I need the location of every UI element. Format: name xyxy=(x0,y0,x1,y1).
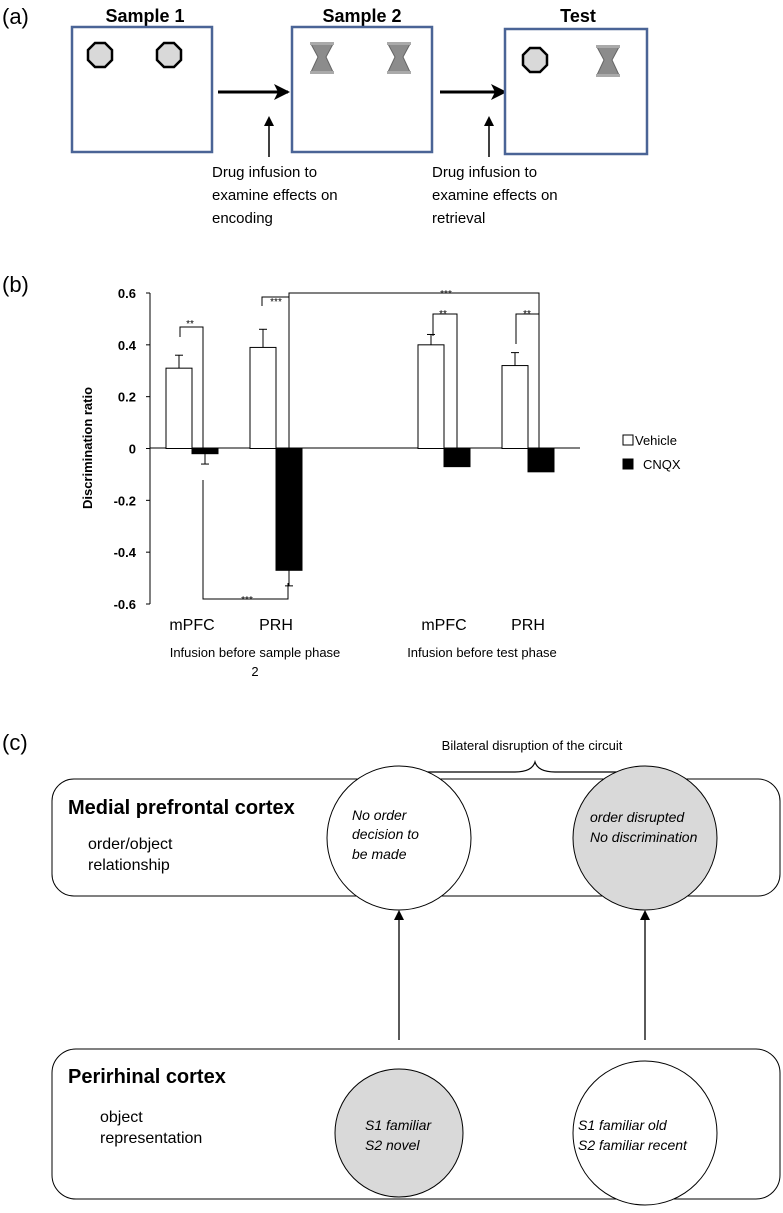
bar-cnqx xyxy=(443,448,471,468)
y-tick-label: 0.2 xyxy=(118,390,136,405)
circle-text: decision to xyxy=(352,826,419,842)
bar-cnqx xyxy=(527,448,555,473)
panel-c: (c) Bilateral disruption of the circuit … xyxy=(2,730,781,1206)
octagon-icon xyxy=(521,46,549,74)
mpfc-subtitle-line-1: order/object xyxy=(88,836,173,853)
y-tick-label: 0.6 xyxy=(118,286,136,301)
y-tick-label: 0 xyxy=(129,442,136,457)
bar-vehicle xyxy=(501,365,529,450)
test-title: Test xyxy=(560,6,596,26)
sig-bracket xyxy=(179,326,204,448)
circle-text: S2 familiar recent xyxy=(578,1137,688,1153)
panel-b-label: (b) xyxy=(2,272,29,297)
hourglass-icon xyxy=(596,45,620,77)
bar-vehicle xyxy=(417,344,445,450)
y-tick-label: -0.2 xyxy=(114,493,136,508)
legend: Vehicle CNQX xyxy=(622,433,681,472)
y-ticks: 0.6 0.4 0.2 0 -0.2 -0.4 -0.6 xyxy=(114,286,150,612)
sig-label: *** xyxy=(270,297,282,308)
circle-text: S1 familiar old xyxy=(578,1117,668,1133)
circle-text: S1 familiar xyxy=(365,1117,432,1133)
circle-text: S2 novel xyxy=(365,1137,420,1153)
group-label: 2 xyxy=(251,664,258,679)
sig-label: *** xyxy=(241,595,253,606)
octagon-icon xyxy=(86,41,114,69)
prh-circle-right xyxy=(572,1060,718,1206)
panel-c-label: (c) xyxy=(2,730,28,755)
significance-brackets xyxy=(179,292,540,600)
sig-label: ** xyxy=(523,309,531,320)
category-label: PRH xyxy=(511,617,545,634)
sample-1-title: Sample 1 xyxy=(105,6,184,26)
legend-label-vehicle: Vehicle xyxy=(635,433,677,448)
note-retrieval-line-2: examine effects on xyxy=(432,187,558,204)
category-label: mPFC xyxy=(421,617,466,634)
octagon-icon xyxy=(155,41,183,69)
sig-label: ** xyxy=(439,309,447,320)
legend-swatch-cnqx xyxy=(622,458,634,470)
group-label: Infusion before sample phase xyxy=(170,645,341,660)
group-label: Infusion before test phase xyxy=(407,645,557,660)
y-tick-label: -0.6 xyxy=(114,597,136,612)
circle-text: No order xyxy=(352,807,408,823)
panel-a: (a) Sample 1 Sample 2 Test xyxy=(2,4,649,227)
sig-bracket xyxy=(261,296,290,530)
hourglass-icon xyxy=(387,42,411,74)
note-retrieval-line-3: retrieval xyxy=(432,210,485,227)
bar-vehicle xyxy=(165,367,193,449)
y-axis-label: Discrimination ratio xyxy=(80,387,95,509)
category-label: PRH xyxy=(259,617,293,634)
mpfc-subtitle-line-2: relationship xyxy=(88,857,170,874)
note-encoding-line-1: Drug infusion to xyxy=(212,164,317,181)
bar-vehicle xyxy=(249,346,277,449)
note-retrieval-line-1: Drug infusion to xyxy=(432,164,537,181)
sig-bracket xyxy=(432,313,458,448)
sig-bracket xyxy=(515,313,540,448)
note-encoding-line-2: examine effects on xyxy=(212,187,338,204)
panel-b: (b) 0.6 0.4 0.2 0 -0.2 -0.4 -0.6 Discriminatio… xyxy=(2,272,681,679)
brace-label: Bilateral disruption of the circuit xyxy=(442,738,623,753)
sig-label: ** xyxy=(186,319,194,330)
note-encoding-line-3: encoding xyxy=(212,210,273,227)
sig-label: *** xyxy=(440,289,452,300)
prh-circle-left xyxy=(334,1068,464,1198)
y-tick-label: 0.4 xyxy=(118,338,137,353)
sample-2-title: Sample 2 xyxy=(322,6,401,26)
hourglass-icon xyxy=(310,42,334,74)
prh-subtitle-line-1: object xyxy=(100,1109,143,1126)
circle-text: order disrupted xyxy=(590,809,685,825)
bar-cnqx xyxy=(191,448,219,455)
prh-title: Perirhinal cortex xyxy=(68,1066,226,1088)
circle-text: be made xyxy=(352,846,407,862)
panel-a-label: (a) xyxy=(2,4,29,29)
category-label: mPFC xyxy=(169,617,214,634)
prh-subtitle-line-2: representation xyxy=(100,1130,202,1147)
legend-swatch-vehicle xyxy=(622,434,634,446)
bars xyxy=(165,344,555,571)
y-tick-label: -0.4 xyxy=(114,545,137,560)
bar-chart: 0.6 0.4 0.2 0 -0.2 -0.4 -0.6 Discrimination ra… xyxy=(80,286,681,679)
test-box xyxy=(503,27,649,156)
error-bars xyxy=(175,328,519,587)
mpfc-title: Medial prefrontal cortex xyxy=(68,797,295,819)
circle-text: No discrimination xyxy=(590,829,698,845)
sig-bracket xyxy=(202,480,289,600)
legend-label-cnqx: CNQX xyxy=(643,457,681,472)
